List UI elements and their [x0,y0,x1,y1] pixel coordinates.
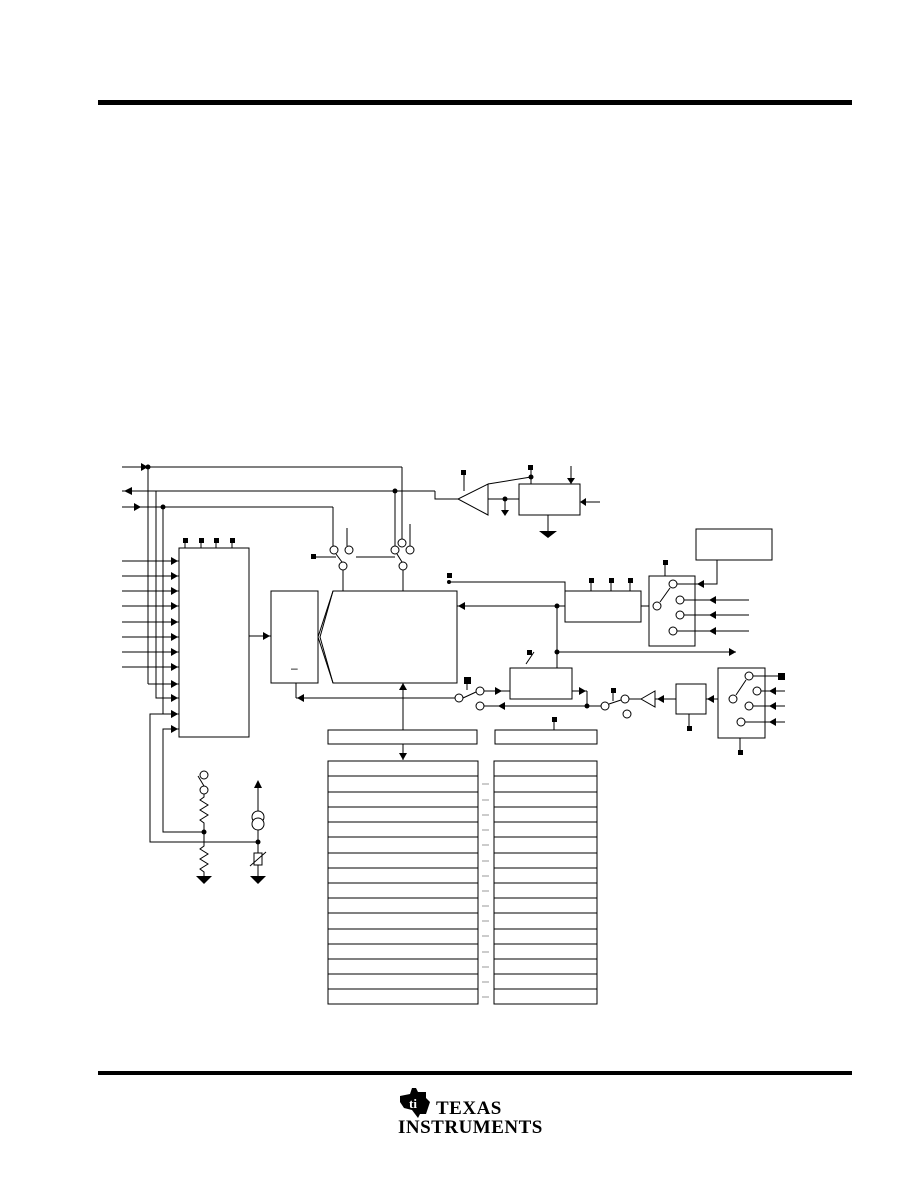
logo-text-line2: INSTRUMENTS [398,1117,543,1138]
converter-core: – [270,590,458,702]
input-switches [311,467,415,591]
logo-text-line1: TEXAS [436,1098,502,1119]
register-banks [327,683,598,1005]
svg-text:ti: ti [409,1096,417,1111]
top-amplifier-section [434,465,600,538]
footer-rule [98,1071,852,1075]
ti-logo: ti TEXAS INSTRUMENTS [396,1084,556,1142]
block-diagram: – [122,463,785,1005]
middle-right-section [454,650,785,755]
right-upper-section [447,528,773,668]
bias-network [196,770,267,884]
left-mux-block [122,538,271,843]
ti-logo-icon: ti [400,1088,430,1118]
minus-sign: – [291,661,298,675]
header-rule [98,100,852,105]
